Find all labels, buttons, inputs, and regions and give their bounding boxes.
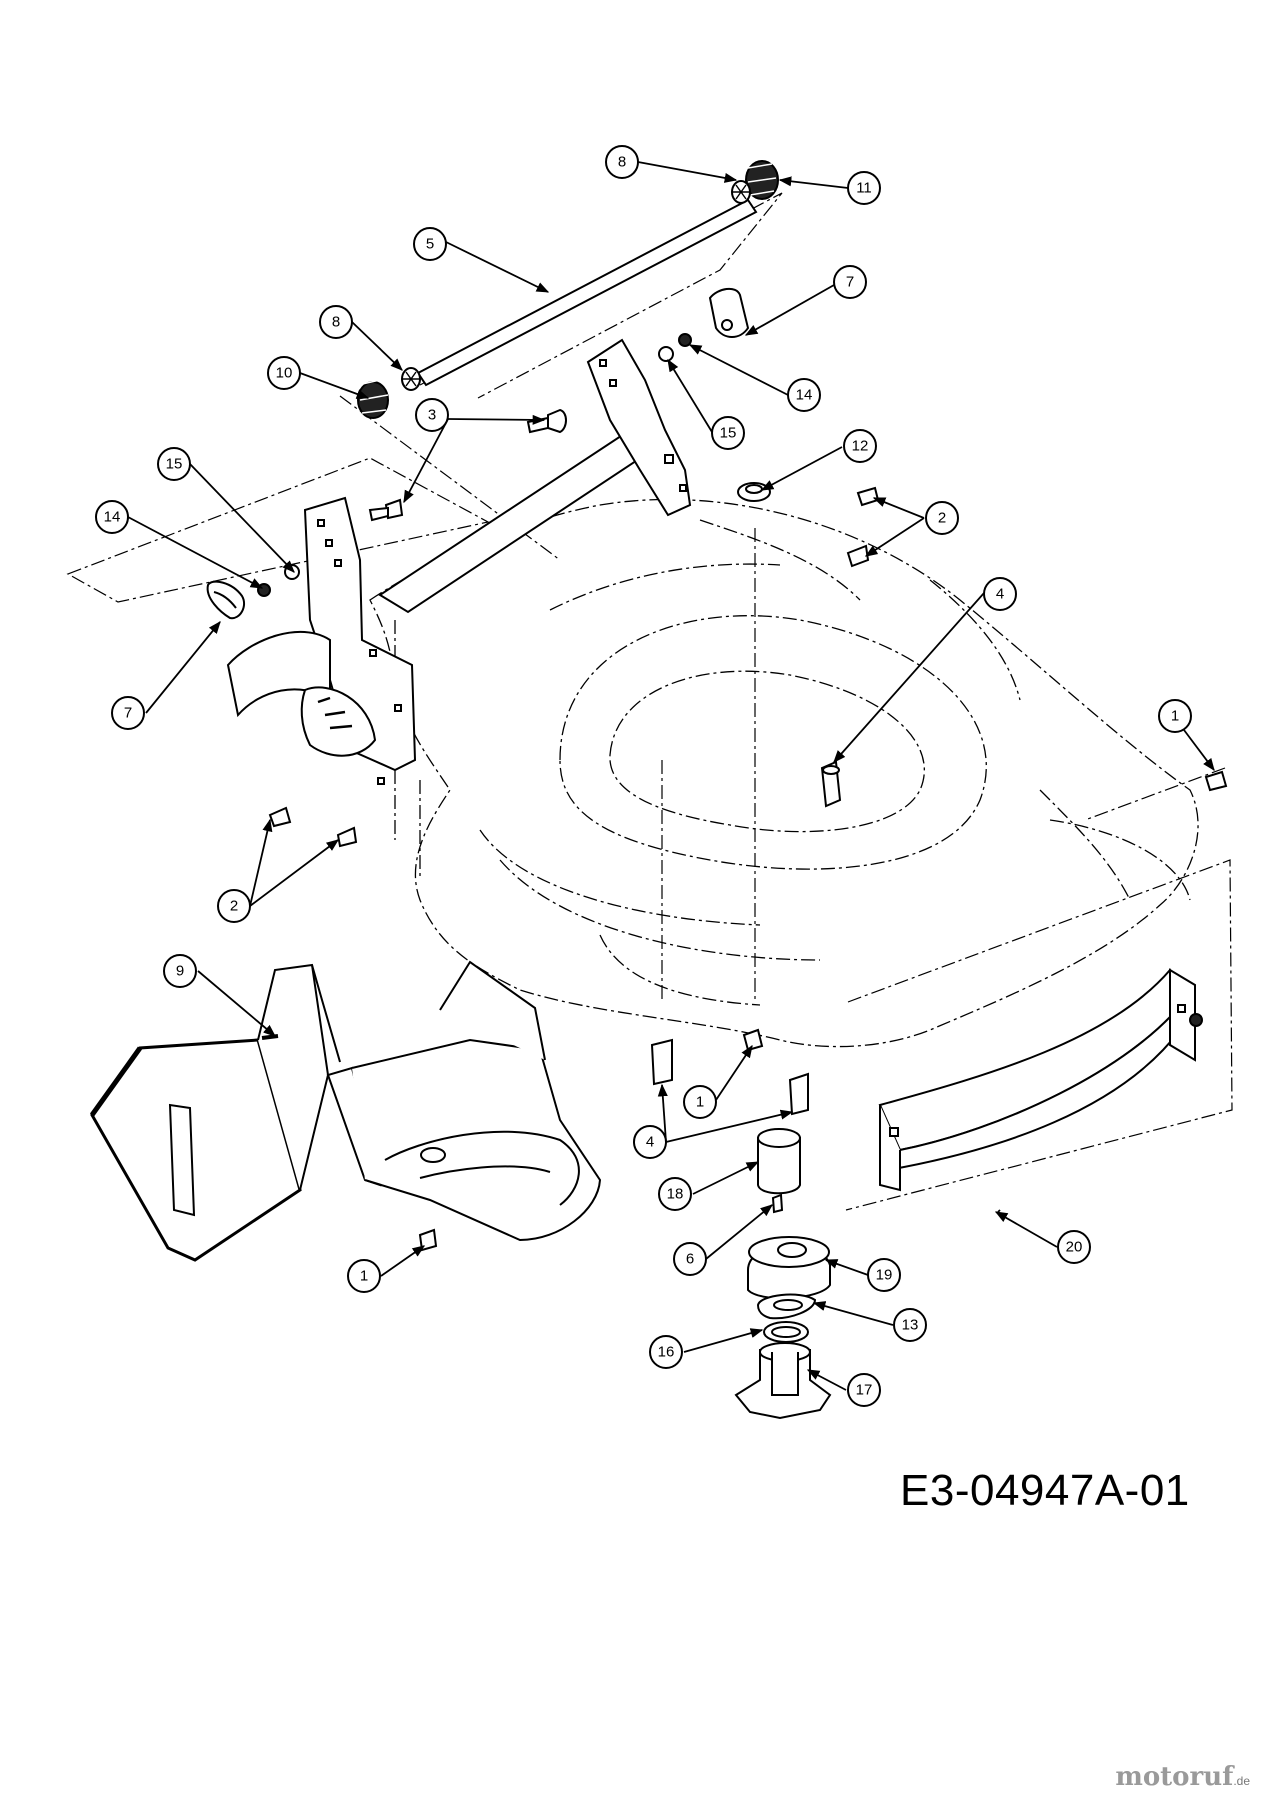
svg-text:2: 2 xyxy=(938,510,946,527)
callout-20: 20 xyxy=(1057,1230,1091,1264)
svg-text:19: 19 xyxy=(876,1267,893,1284)
callout-15-right: 15 xyxy=(711,416,745,450)
callout-12: 12 xyxy=(843,429,877,463)
callout-4-bottom: 4 xyxy=(633,1125,667,1159)
watermark-name: motoruf xyxy=(1115,1762,1234,1792)
deck-housing xyxy=(369,498,1199,1048)
svg-text:5: 5 xyxy=(426,236,434,253)
height-bracket-left xyxy=(226,496,417,785)
svg-text:8: 8 xyxy=(332,314,340,331)
svg-text:3: 3 xyxy=(428,407,436,424)
callout-14-left: 14 xyxy=(95,500,129,534)
wheel-right xyxy=(731,160,779,204)
callout-2-right: 2 xyxy=(925,501,959,535)
callout-10: 10 xyxy=(267,356,301,390)
callout-7-left: 7 xyxy=(111,696,145,730)
svg-text:13: 13 xyxy=(902,1317,919,1334)
blade-adapter-stack xyxy=(734,1128,832,1420)
axle-tube xyxy=(378,427,662,614)
rear-axle xyxy=(416,198,758,387)
svg-text:15: 15 xyxy=(166,456,183,473)
svg-text:8: 8 xyxy=(618,154,626,171)
svg-text:18: 18 xyxy=(667,1186,684,1203)
callout-16: 16 xyxy=(649,1335,683,1369)
svg-text:7: 7 xyxy=(846,274,854,291)
svg-text:1: 1 xyxy=(1171,708,1179,725)
height-bracket-right xyxy=(586,338,692,517)
callout-11: 11 xyxy=(847,171,881,205)
callout-1-bottom: 1 xyxy=(347,1259,381,1293)
callout-3: 3 xyxy=(415,398,449,432)
callout-17: 17 xyxy=(847,1373,881,1407)
svg-text:9: 9 xyxy=(176,963,184,980)
svg-text:14: 14 xyxy=(796,387,813,404)
svg-text:4: 4 xyxy=(996,586,1004,603)
svg-text:15: 15 xyxy=(720,425,737,442)
svg-text:2: 2 xyxy=(230,898,238,915)
svg-text:10: 10 xyxy=(276,365,293,382)
leader-lines xyxy=(127,161,1215,1391)
clip-right xyxy=(708,287,750,338)
callout-15-left: 15 xyxy=(157,447,191,481)
rear-deflector xyxy=(89,960,602,1262)
callouts: 8 11 5 7 8 10 14 3 15 12 15 14 2 4 7 1 2… xyxy=(95,145,1192,1407)
callout-7-right: 7 xyxy=(833,265,867,299)
front-bumper xyxy=(878,968,1203,1192)
wheel-left xyxy=(357,367,421,419)
callout-8-top: 8 xyxy=(605,145,639,179)
clip-left xyxy=(206,580,246,620)
callout-8-left: 8 xyxy=(319,305,353,339)
watermark-suffix: .de xyxy=(1233,1774,1250,1788)
svg-text:16: 16 xyxy=(658,1344,675,1361)
svg-text:1: 1 xyxy=(360,1268,368,1285)
callout-2-left: 2 xyxy=(217,889,251,923)
callout-18: 18 xyxy=(658,1177,692,1211)
svg-text:1: 1 xyxy=(696,1094,704,1111)
callout-9: 9 xyxy=(163,954,197,988)
svg-text:12: 12 xyxy=(852,438,869,455)
callout-6: 6 xyxy=(673,1242,707,1276)
svg-text:7: 7 xyxy=(124,705,132,722)
svg-text:14: 14 xyxy=(104,509,121,526)
svg-text:4: 4 xyxy=(646,1134,654,1151)
svg-text:17: 17 xyxy=(856,1382,873,1399)
callout-19: 19 xyxy=(867,1258,901,1292)
callout-13: 13 xyxy=(893,1308,927,1342)
callout-14-right: 14 xyxy=(787,378,821,412)
callout-1-mid: 1 xyxy=(683,1085,717,1119)
callout-4-top: 4 xyxy=(983,577,1017,611)
callout-1-right: 1 xyxy=(1158,699,1192,733)
callout-5: 5 xyxy=(413,227,447,261)
svg-text:6: 6 xyxy=(686,1251,694,1268)
svg-text:11: 11 xyxy=(856,180,872,197)
svg-text:20: 20 xyxy=(1066,1239,1083,1256)
diagram-reference-code: E3-04947A-01 xyxy=(900,1466,1190,1515)
watermark-logo: motoruf.de xyxy=(1115,1762,1250,1792)
